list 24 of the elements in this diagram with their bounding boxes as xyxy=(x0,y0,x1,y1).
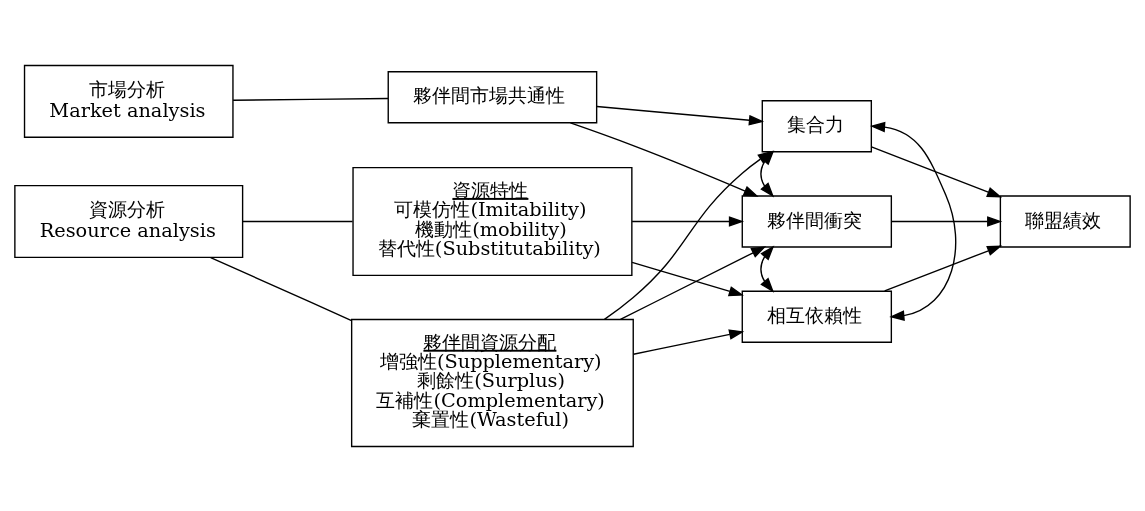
node-box: 相互依賴性 xyxy=(741,290,893,343)
node-box: 資源特性 可模仿性(Imitability) 機動性(mobility) 替代性(Substitutability) xyxy=(352,166,633,276)
node-box: 資源分析 Resource analysis xyxy=(14,184,244,258)
node-box: 集合力 xyxy=(761,99,873,152)
node-box: 夥伴間資源分配 增強性(Supplementary) 剩餘性(Surplus) 互補性(Complementary) 棄置性(Wasteful) xyxy=(350,318,634,447)
arrow xyxy=(891,215,1003,227)
node-box: 夥伴間衝突 xyxy=(741,194,893,248)
arrow xyxy=(632,328,745,355)
arrow xyxy=(760,149,775,197)
node-box: 市場分析 Market analysis xyxy=(23,64,234,138)
arrow xyxy=(869,121,957,321)
node-box: 夥伴間市場共通性 xyxy=(387,70,598,123)
node-box: 聯盟績效 xyxy=(999,194,1131,248)
arrow xyxy=(884,244,1003,292)
connector xyxy=(210,256,353,321)
arrow xyxy=(596,105,765,126)
arrow xyxy=(760,244,775,293)
connector xyxy=(232,97,389,101)
arrow xyxy=(631,261,744,296)
connector xyxy=(242,220,354,222)
arrow xyxy=(569,121,759,197)
arrow xyxy=(631,215,745,227)
arrow xyxy=(619,245,767,320)
arrow xyxy=(870,145,1003,198)
